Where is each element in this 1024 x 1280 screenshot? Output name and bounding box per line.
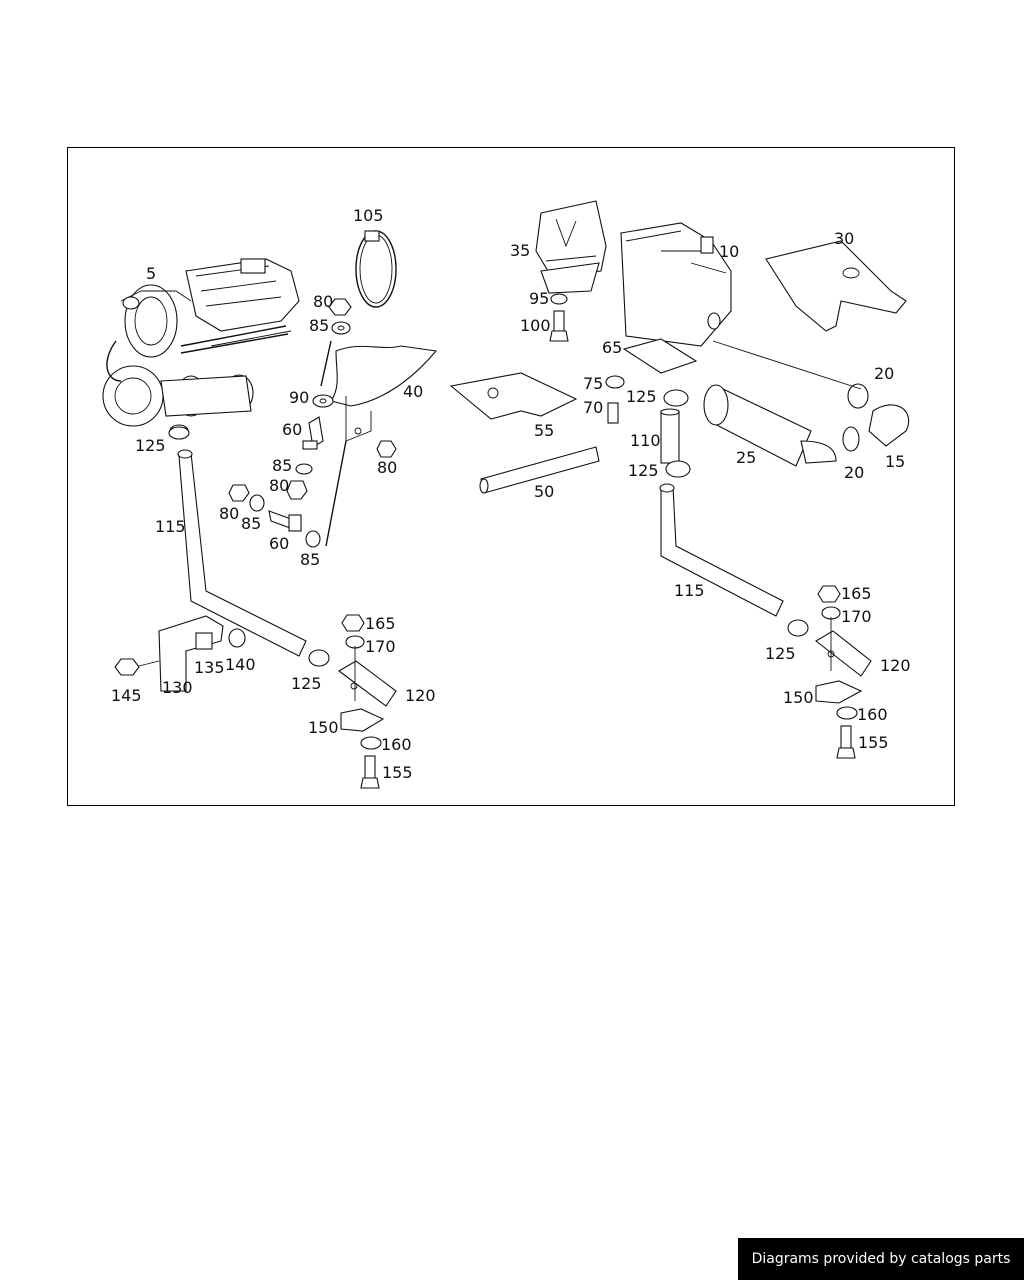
label-85: 85 [309, 316, 329, 335]
label-115: 115 [674, 581, 705, 600]
label-150: 150 [783, 688, 814, 707]
label-125: 125 [628, 461, 659, 480]
part-25-silencer [703, 340, 910, 467]
label-170: 170 [841, 607, 872, 626]
label-150: 150 [308, 718, 339, 737]
label-110: 110 [630, 431, 661, 450]
label-10: 10 [719, 242, 739, 261]
label-35: 35 [510, 241, 530, 260]
part-115-pipe-right [659, 483, 784, 617]
watermark-banner: Diagrams provided by catalogs parts [738, 1238, 1024, 1280]
label-65: 65 [602, 338, 622, 357]
label-160: 160 [857, 705, 888, 724]
part-130-bracket [114, 615, 246, 692]
label-165: 165 [841, 584, 872, 603]
label-155: 155 [858, 733, 889, 752]
label-85: 85 [272, 456, 292, 475]
part-5-engine [102, 258, 300, 438]
part-50-tube [479, 446, 600, 494]
label-135: 135 [194, 658, 225, 677]
label-170: 170 [365, 637, 396, 656]
part-30-bracket [765, 240, 907, 332]
label-70: 70 [583, 398, 603, 417]
label-75: 75 [583, 374, 603, 393]
left-fasteners [168, 298, 397, 548]
label-115: 115 [155, 517, 186, 536]
label-15: 15 [885, 452, 905, 471]
part-labels: 5 105 80 85 90 40 125 60 80 85 80 80 85 … [111, 206, 911, 782]
label-20: 20 [844, 463, 864, 482]
label-95: 95 [529, 289, 549, 308]
label-80: 80 [313, 292, 333, 311]
label-130: 130 [162, 678, 193, 697]
part-10-heater [620, 222, 732, 347]
label-85: 85 [300, 550, 320, 569]
label-80: 80 [219, 504, 239, 523]
part-105-clamp [355, 230, 397, 308]
label-80: 80 [269, 476, 289, 495]
label-85: 85 [241, 514, 261, 533]
label-155: 155 [382, 763, 413, 782]
label-100: 100 [520, 316, 551, 335]
label-145: 145 [111, 686, 142, 705]
part-115-pipe-left [177, 449, 307, 657]
label-40: 40 [403, 382, 423, 401]
label-20: 20 [874, 364, 894, 383]
label-25: 25 [736, 448, 756, 467]
part-40-shield [320, 340, 438, 547]
label-60: 60 [269, 534, 289, 553]
label-50: 50 [534, 482, 554, 501]
part-55-gasket [449, 338, 698, 424]
label-105: 105 [353, 206, 384, 225]
left-silencer-assembly [308, 614, 397, 789]
part-110-sleeve [660, 389, 691, 478]
diagram-frame: 5 105 80 85 90 40 125 60 80 85 80 80 85 … [67, 147, 955, 806]
label-125: 125 [626, 387, 657, 406]
parts-diagram: 5 105 80 85 90 40 125 60 80 85 80 80 85 … [102, 200, 911, 789]
label-60: 60 [282, 420, 302, 439]
label-120: 120 [405, 686, 436, 705]
label-5: 5 [146, 264, 156, 283]
label-125: 125 [765, 644, 796, 663]
label-120: 120 [880, 656, 911, 675]
label-80: 80 [377, 458, 397, 477]
label-30: 30 [834, 229, 854, 248]
label-55: 55 [534, 421, 554, 440]
label-125: 125 [135, 436, 166, 455]
label-160: 160 [381, 735, 412, 754]
label-125: 125 [291, 674, 322, 693]
label-90: 90 [289, 388, 309, 407]
part-35-bracket [535, 200, 607, 342]
label-140: 140 [225, 655, 256, 674]
label-165: 165 [365, 614, 396, 633]
right-silencer-assembly [787, 585, 872, 759]
